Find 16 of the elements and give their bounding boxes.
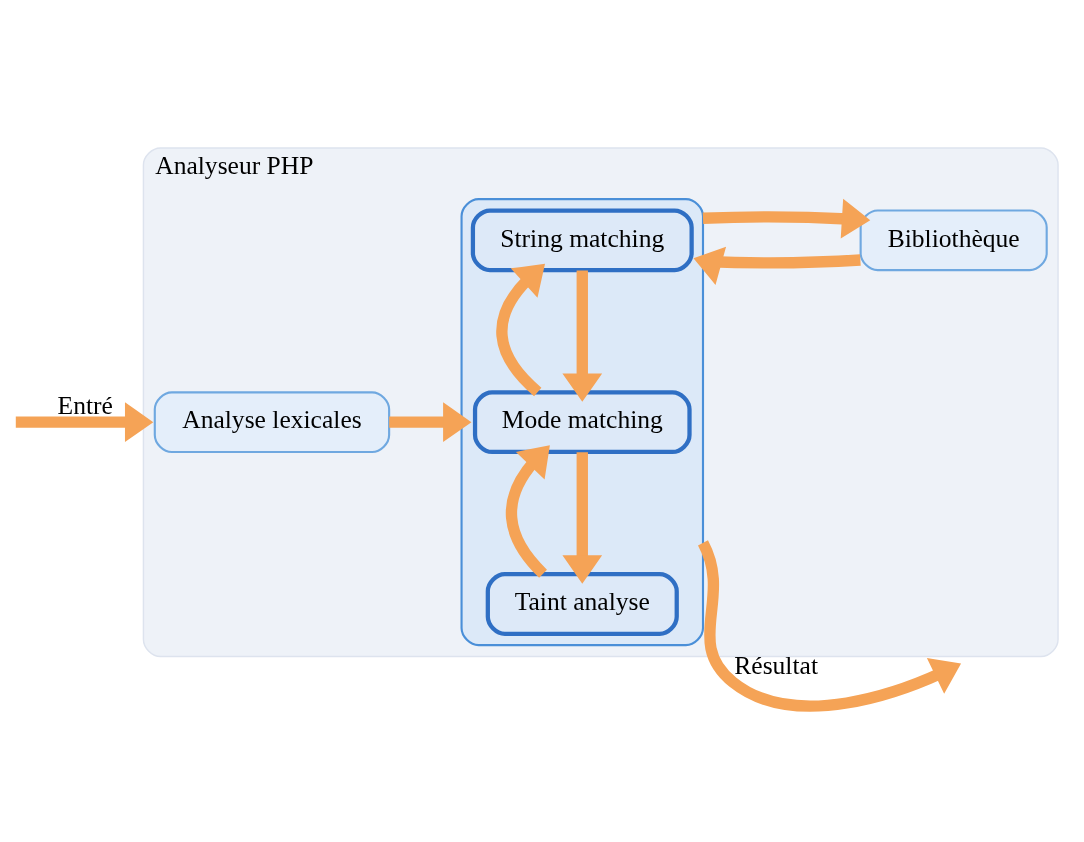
arrow <box>693 246 861 285</box>
edge-label: Entré <box>57 390 113 420</box>
arrow <box>562 451 603 584</box>
arrow <box>562 270 603 402</box>
arrow <box>702 198 871 238</box>
arrow <box>697 540 962 712</box>
arrow <box>15 401 154 442</box>
arrow <box>389 401 472 442</box>
cluster <box>460 197 705 646</box>
node-box: Analyse lexicales <box>153 390 391 453</box>
arrow <box>505 444 550 578</box>
node-box: Taint analyse <box>485 571 679 636</box>
node-box: String matching <box>470 207 694 272</box>
node-box: Bibliothèque <box>859 208 1048 271</box>
arrow <box>496 263 545 396</box>
node-box: Mode matching <box>472 389 692 454</box>
